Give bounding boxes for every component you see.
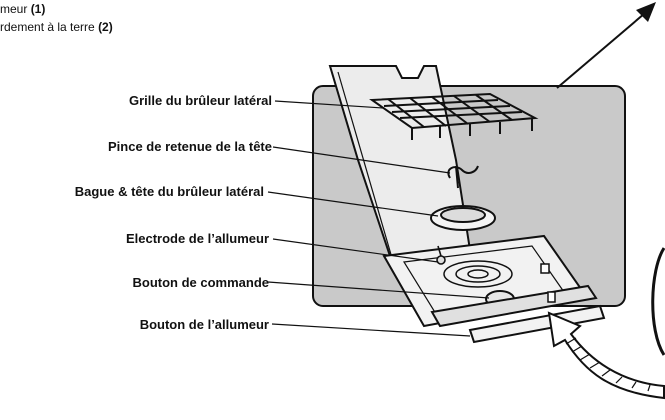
header-line-2-num: (2) [98, 20, 113, 34]
leader-grille [274, 100, 384, 109]
leader-electrode [272, 238, 439, 263]
ignitor-strip [468, 304, 606, 344]
ignitor-slot-icon [547, 291, 556, 303]
insertion-arrow-hatch [565, 337, 651, 392]
direction-arrow-line [556, 7, 652, 89]
leader-pince [272, 146, 451, 174]
right-edge-curve [651, 247, 665, 356]
leader-bouton-commande [267, 281, 490, 299]
burner-head-icon [430, 205, 496, 231]
header-line-1: meur (1) [0, 2, 45, 16]
header-line-2-text: rdement à la terre [0, 20, 95, 34]
label-grille: Grille du brûleur latéral [128, 93, 272, 108]
label-bague: Bague & tête du brûleur latéral [74, 184, 264, 199]
clip-icon [447, 165, 479, 189]
grille-icon [369, 92, 539, 140]
header-line-2: rdement à la terre (2) [0, 20, 113, 34]
leader-bague [267, 191, 439, 217]
leader-lines [267, 100, 490, 337]
label-pince: Pince de retenue de la tête [107, 139, 272, 154]
label-electrode: Electrode de l’allumeur [125, 231, 269, 246]
burner-ports-icon [443, 260, 513, 288]
electrode-icon [436, 245, 446, 265]
header-line-1-text: meur [0, 2, 28, 16]
insertion-arrow [547, 311, 665, 400]
header-line-1-num: (1) [30, 2, 46, 16]
lid-inner-edge [337, 71, 393, 259]
label-bouton-allumeur: Bouton de l’allumeur [139, 317, 269, 332]
direction-arrow-head [636, 2, 656, 22]
ignitor-button-icon [540, 263, 550, 274]
label-bouton-commande: Bouton de commande [132, 275, 269, 290]
leader-bouton-allumeur [271, 323, 471, 337]
